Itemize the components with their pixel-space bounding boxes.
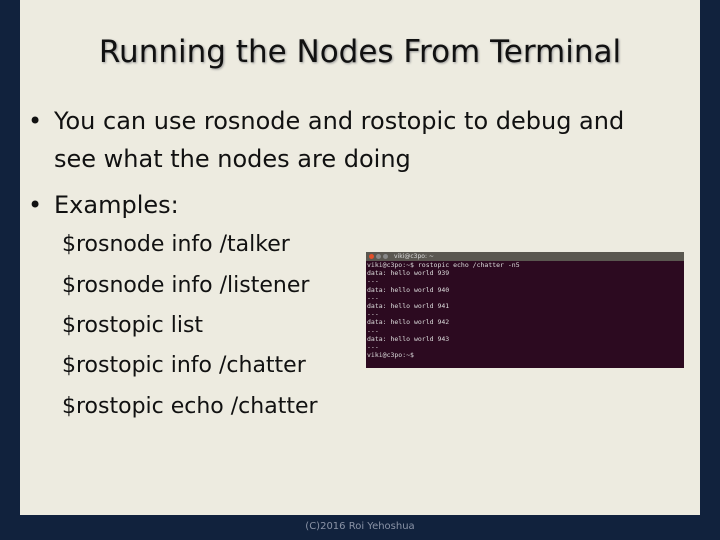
terminal-line: --- — [367, 293, 379, 302]
minimize-icon — [376, 254, 381, 259]
command-line: $rosnode info /talker — [62, 232, 290, 257]
terminal-line: viki@c3po:~$ — [367, 351, 414, 360]
terminal-title: viki@c3po: ~ — [394, 253, 434, 260]
slide-title: Running the Nodes From Terminal — [98, 34, 622, 70]
command-line: $rostopic list — [62, 313, 204, 338]
terminal-line: viki@c3po:~$ rostopic echo /chatter -n5 — [367, 261, 520, 269]
terminal-titlebar: viki@c3po: ~ — [366, 252, 684, 261]
terminal-line: --- — [367, 326, 379, 335]
terminal-line: data: hello world 940 — [367, 285, 450, 294]
terminal-line: data: hello world 939 — [367, 269, 450, 278]
terminal-line: --- — [367, 310, 379, 319]
bullet-dot: • — [28, 191, 43, 219]
close-icon — [369, 254, 374, 259]
maximize-icon — [383, 254, 388, 259]
terminal-line: data: hello world 941 — [367, 302, 450, 311]
command-line: $rostopic echo /chatter — [62, 394, 318, 419]
command-line: $rosnode info /listener — [62, 273, 310, 298]
command-line: $rostopic info /chatter — [62, 353, 306, 378]
terminal-line: data: hello world 942 — [367, 318, 450, 327]
terminal-screenshot: viki@c3po: ~ viki@c3po:~$ rostopic echo … — [366, 252, 684, 368]
terminal-line: data: hello world 943 — [367, 334, 450, 343]
terminal-line: --- — [367, 343, 379, 352]
footer-copyright: (C)2016 Roi Yehoshua — [305, 521, 415, 532]
terminal-line: --- — [367, 277, 379, 286]
bullet-dot: • — [28, 107, 43, 135]
